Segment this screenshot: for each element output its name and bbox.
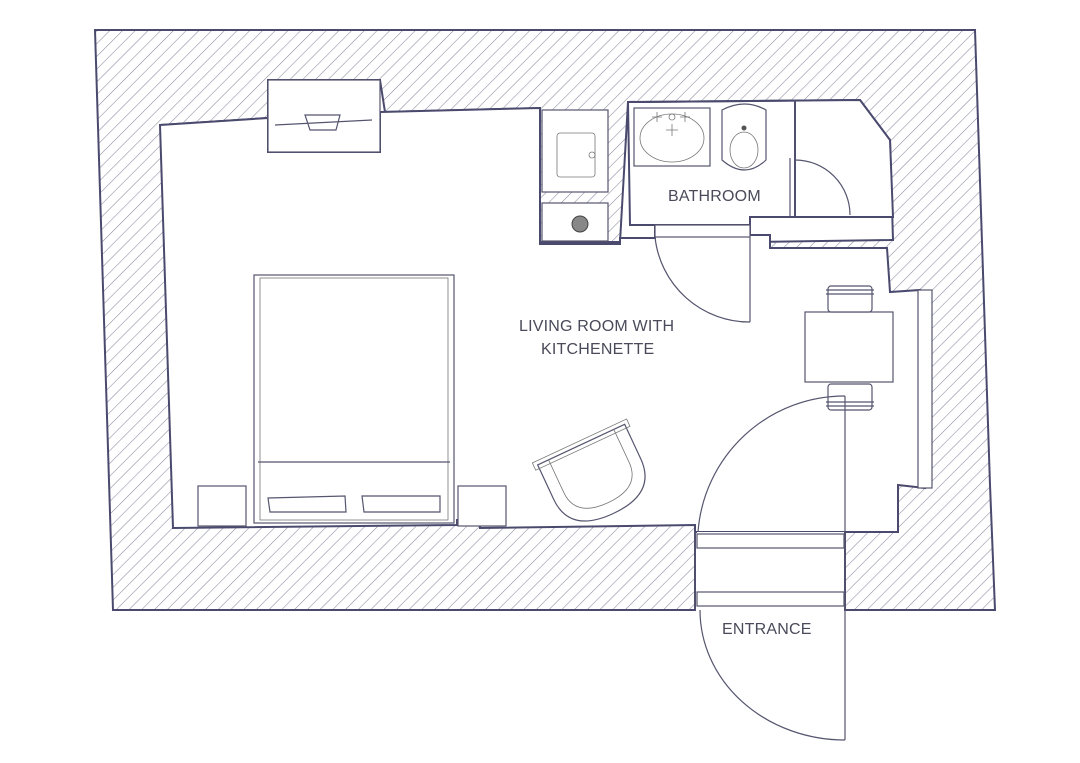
pillow-right xyxy=(361,495,441,513)
tap-icon xyxy=(652,112,690,136)
living-room-label-line1: LIVING ROOM WITH xyxy=(519,318,674,335)
entrance-threshold-inner xyxy=(696,533,845,549)
double-bed xyxy=(253,274,455,524)
nightstand-left xyxy=(197,485,247,527)
bathroom-label: BATHROOM xyxy=(668,188,761,205)
nightstand-right xyxy=(457,485,507,527)
pillow-left xyxy=(267,495,347,513)
tv-icon xyxy=(274,114,373,131)
window xyxy=(917,289,933,489)
armchair xyxy=(531,418,646,522)
entrance-threshold-outer xyxy=(696,591,845,607)
entrance-outer-door-swing xyxy=(699,609,846,741)
bathroom-inner-door-swing xyxy=(794,159,851,216)
entrance-label: ENTRANCE xyxy=(722,621,812,638)
tv-cabinet xyxy=(267,79,381,153)
entrance-inner-door-swing xyxy=(697,395,846,533)
bathroom-door-swing xyxy=(654,236,751,323)
kitchen-sink-unit xyxy=(541,109,609,193)
toilet-icon xyxy=(721,103,767,171)
washbasin xyxy=(633,107,711,167)
hob-icon xyxy=(571,215,589,233)
living-room-label-line2: KITCHENETTE xyxy=(541,341,654,358)
bathroom-door-frame xyxy=(654,224,751,238)
dining-table xyxy=(804,311,894,383)
chair-top xyxy=(826,285,874,313)
